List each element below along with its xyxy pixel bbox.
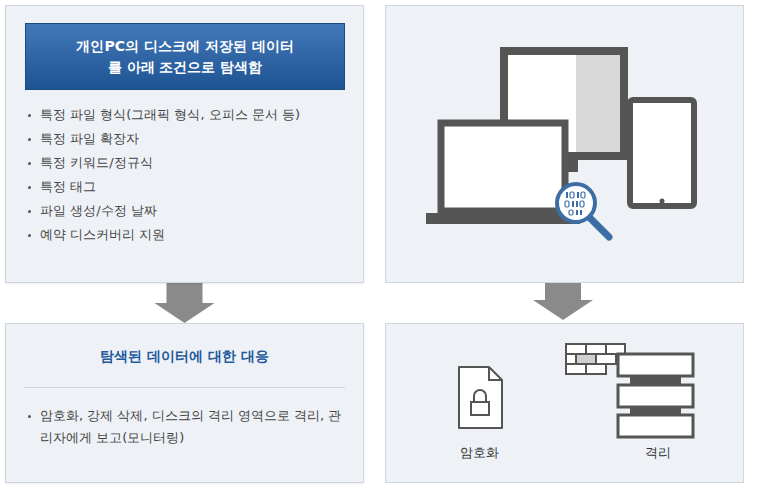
bit bbox=[577, 192, 579, 198]
action-panel: 암호화 격리 bbox=[385, 323, 744, 483]
separator-line bbox=[24, 387, 345, 388]
laptop-base bbox=[426, 213, 580, 224]
down-arrow bbox=[533, 283, 593, 320]
bullet-dot bbox=[28, 415, 31, 418]
condition-item: 특정 키워드/정규식 bbox=[26, 151, 349, 175]
condition-item: 특정 파일 형식(그래픽 형식, 오피스 문서 등) bbox=[26, 103, 349, 127]
bullet-dot bbox=[28, 162, 31, 165]
bit bbox=[580, 210, 582, 215]
brick bbox=[586, 344, 606, 354]
bullet-dot bbox=[28, 138, 31, 141]
document-icon bbox=[459, 367, 502, 428]
brick bbox=[566, 364, 586, 374]
response-text: 암호화, 강제 삭제, 디스크의 격리 영역으로 격리, 관리자에게 보고(모니… bbox=[26, 405, 343, 449]
condition-item: 파일 생성/수정 날짜 bbox=[26, 199, 349, 223]
bit bbox=[576, 210, 578, 215]
server-stack bbox=[618, 354, 693, 437]
search-panel: 특정 파일 형식(그래픽 형식, 오피스 문서 등)특정 파일 확장자특정 키워… bbox=[5, 5, 364, 283]
bullet-dot bbox=[28, 114, 31, 117]
icon-label: 격리 bbox=[608, 444, 708, 462]
tablet bbox=[630, 100, 694, 206]
laptop-screen bbox=[441, 123, 565, 211]
bit bbox=[580, 201, 584, 207]
brick-wall bbox=[566, 344, 625, 374]
bit bbox=[569, 210, 573, 215]
header-box: 개인PC의 디스크에 저장된 데이터를 아래 조건으로 탐색함 bbox=[25, 23, 345, 90]
bullet-dot bbox=[28, 210, 31, 213]
condition-item: 예약 디스커버리 지원 bbox=[26, 223, 349, 247]
server-link bbox=[630, 408, 681, 414]
bit bbox=[581, 192, 585, 198]
device-panel bbox=[386, 6, 744, 283]
magnifier-handle bbox=[589, 217, 609, 237]
panel-heading: 탐색된 데이터에 대한 대응 bbox=[6, 346, 363, 366]
server-unit bbox=[618, 354, 693, 376]
response-panel: 탐색된 데이터에 대한 대응암호화, 강제 삭제, 디스크의 격리 영역으로 격… bbox=[5, 323, 364, 483]
down-arrow bbox=[155, 283, 215, 323]
bit bbox=[566, 192, 568, 198]
brick bbox=[596, 354, 616, 364]
server-unit bbox=[618, 385, 693, 407]
server-unit bbox=[618, 415, 693, 437]
tablet-button bbox=[660, 199, 665, 204]
lock-shackle bbox=[474, 390, 486, 402]
brick bbox=[586, 364, 606, 374]
brick bbox=[566, 344, 586, 354]
bit bbox=[565, 201, 569, 207]
monitor-screen-shade bbox=[576, 55, 620, 152]
brick bbox=[566, 354, 576, 364]
condition-item: 특정 파일 확장자 bbox=[26, 127, 349, 151]
tablet-screen bbox=[636, 106, 688, 194]
document-fold bbox=[489, 367, 502, 380]
action-panel-ground bbox=[386, 324, 744, 483]
bit bbox=[572, 201, 574, 207]
bit bbox=[570, 192, 574, 198]
magnifier-lens bbox=[557, 184, 595, 222]
response-content: 탐색된 데이터에 대한 대응암호화, 강제 삭제, 디스크의 격리 영역으로 격… bbox=[6, 324, 363, 461]
header-text: 개인PC의 디스크에 저장된 데이터를 아래 조건으로 탐색함 bbox=[70, 36, 300, 78]
brick bbox=[576, 354, 596, 364]
binary-marks bbox=[565, 192, 585, 215]
bit bbox=[576, 201, 578, 207]
server-link bbox=[630, 377, 681, 384]
lock-body bbox=[471, 402, 489, 415]
bullet-dot bbox=[28, 234, 31, 237]
icon-label: 암호화 bbox=[429, 444, 529, 462]
bullet-dot bbox=[28, 186, 31, 189]
condition-item: 특정 태그 bbox=[26, 175, 349, 199]
